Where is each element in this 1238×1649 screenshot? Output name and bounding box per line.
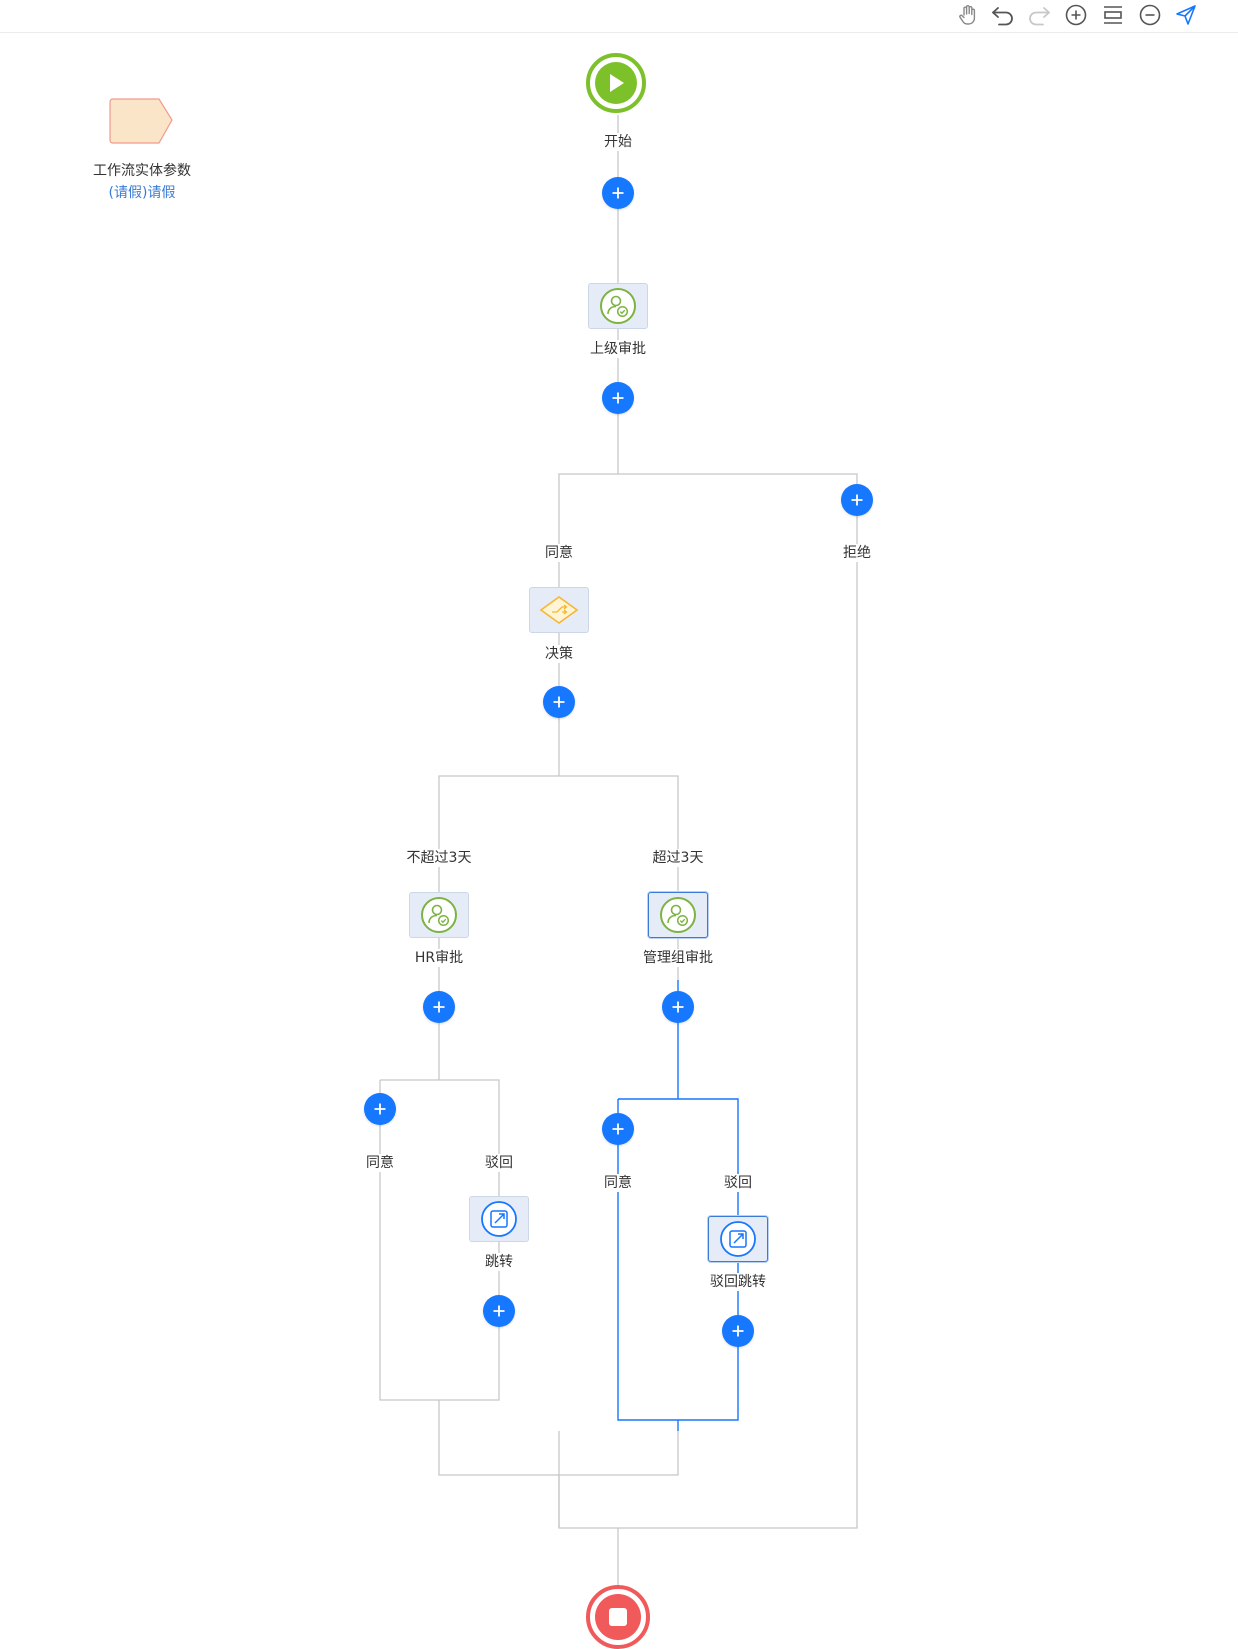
superior-approval-node[interactable] [588, 283, 648, 329]
decision-icon [539, 596, 579, 624]
send-icon[interactable] [1172, 1, 1200, 29]
plus-icon [672, 1001, 684, 1013]
hand-icon[interactable] [954, 1, 982, 29]
approver-icon [660, 897, 696, 933]
entity-value[interactable]: (请假)请假 [106, 184, 178, 202]
reject-jump-label: 驳回跳转 [708, 1273, 768, 1291]
jump-label: 跳转 [483, 1253, 515, 1271]
branch-label-mg-agree[interactable]: 同意 [602, 1174, 634, 1192]
branch-label-mg-reject[interactable]: 驳回 [722, 1174, 754, 1192]
superior-approval-label: 上级审批 [588, 340, 648, 358]
decision-label: 决策 [543, 645, 575, 663]
fit-icon[interactable] [1099, 1, 1127, 29]
branch-label-agree[interactable]: 同意 [543, 544, 575, 562]
zoom-out-icon[interactable] [1136, 1, 1164, 29]
plus-icon [612, 187, 624, 199]
entity-tag-icon[interactable] [109, 96, 175, 146]
zoom-in-icon[interactable] [1062, 1, 1090, 29]
hr-split [379, 1079, 500, 1401]
jump-icon [720, 1221, 756, 1257]
jump-icon [481, 1201, 517, 1237]
mgmt-approval-node[interactable] [648, 892, 708, 938]
branch-label-reject[interactable]: 拒绝 [841, 544, 873, 562]
add-node-button[interactable] [423, 991, 455, 1023]
add-node-button[interactable] [722, 1315, 754, 1347]
start-label: 开始 [602, 133, 634, 151]
mgmt-approval-label: 管理组审批 [641, 949, 715, 967]
entity-title: 工作流实体参数 [91, 162, 193, 180]
start-node[interactable] [586, 53, 646, 113]
mgmt-split [617, 1098, 739, 1421]
branch-label-le3[interactable]: 不超过3天 [404, 849, 474, 867]
play-icon [595, 62, 637, 104]
split-days [438, 775, 679, 860]
plus-icon [732, 1325, 744, 1337]
stop-icon [595, 1594, 641, 1640]
add-node-button[interactable] [483, 1295, 515, 1327]
reject-jump-node[interactable] [708, 1216, 768, 1262]
add-node-button[interactable] [543, 686, 575, 718]
toolbar [0, 0, 1238, 33]
plus-icon [553, 696, 565, 708]
approver-icon [600, 288, 636, 324]
branch-label-gt3[interactable]: 超过3天 [650, 849, 706, 867]
plus-icon [493, 1305, 505, 1317]
add-node-button[interactable] [602, 177, 634, 209]
split-agree-reject [558, 473, 858, 1529]
plus-icon [612, 392, 624, 404]
branch-label-hr-agree[interactable]: 同意 [364, 1154, 396, 1172]
approver-icon [421, 897, 457, 933]
hr-approval-label: HR审批 [412, 949, 466, 967]
add-node-button[interactable] [602, 1113, 634, 1145]
undo-icon[interactable] [989, 1, 1017, 29]
plus-icon [374, 1103, 386, 1115]
decision-node[interactable] [529, 587, 589, 633]
plus-icon [433, 1001, 445, 1013]
plus-icon [612, 1123, 624, 1135]
end-node[interactable] [586, 1585, 650, 1649]
jump-node[interactable] [469, 1196, 529, 1242]
hr-approval-node[interactable] [409, 892, 469, 938]
add-node-button[interactable] [662, 991, 694, 1023]
add-node-button[interactable] [602, 382, 634, 414]
branch-label-hr-reject[interactable]: 驳回 [483, 1154, 515, 1172]
redo-icon[interactable] [1025, 1, 1053, 29]
add-node-button[interactable] [841, 484, 873, 516]
merge-line [558, 1475, 619, 1600]
plus-icon [851, 494, 863, 506]
add-node-button[interactable] [364, 1093, 396, 1125]
